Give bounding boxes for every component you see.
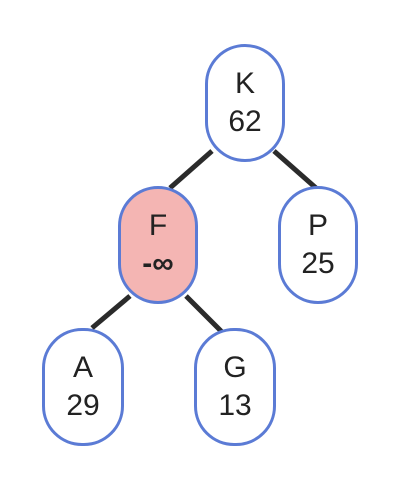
node-k-key: K: [234, 67, 255, 100]
node-g: G 13: [194, 328, 276, 446]
node-g-value: 13: [218, 389, 252, 422]
edge-k-p: [272, 149, 318, 190]
node-k-value: 62: [228, 105, 262, 138]
node-a-key: A: [72, 351, 93, 384]
node-p-key: P: [307, 209, 328, 242]
node-g-key: G: [223, 351, 247, 384]
node-p: P 25: [278, 186, 358, 304]
edge-k-f: [168, 149, 214, 190]
edge-f-a: [90, 294, 132, 330]
node-f-value: -∞: [142, 247, 174, 280]
node-f: F -∞: [118, 186, 198, 304]
node-k: K 62: [205, 44, 285, 162]
node-f-key: F: [148, 209, 168, 242]
edge-f-g: [184, 294, 226, 336]
node-a: A 29: [42, 328, 124, 446]
node-p-value: 25: [301, 247, 335, 280]
node-a-value: 29: [66, 389, 100, 422]
